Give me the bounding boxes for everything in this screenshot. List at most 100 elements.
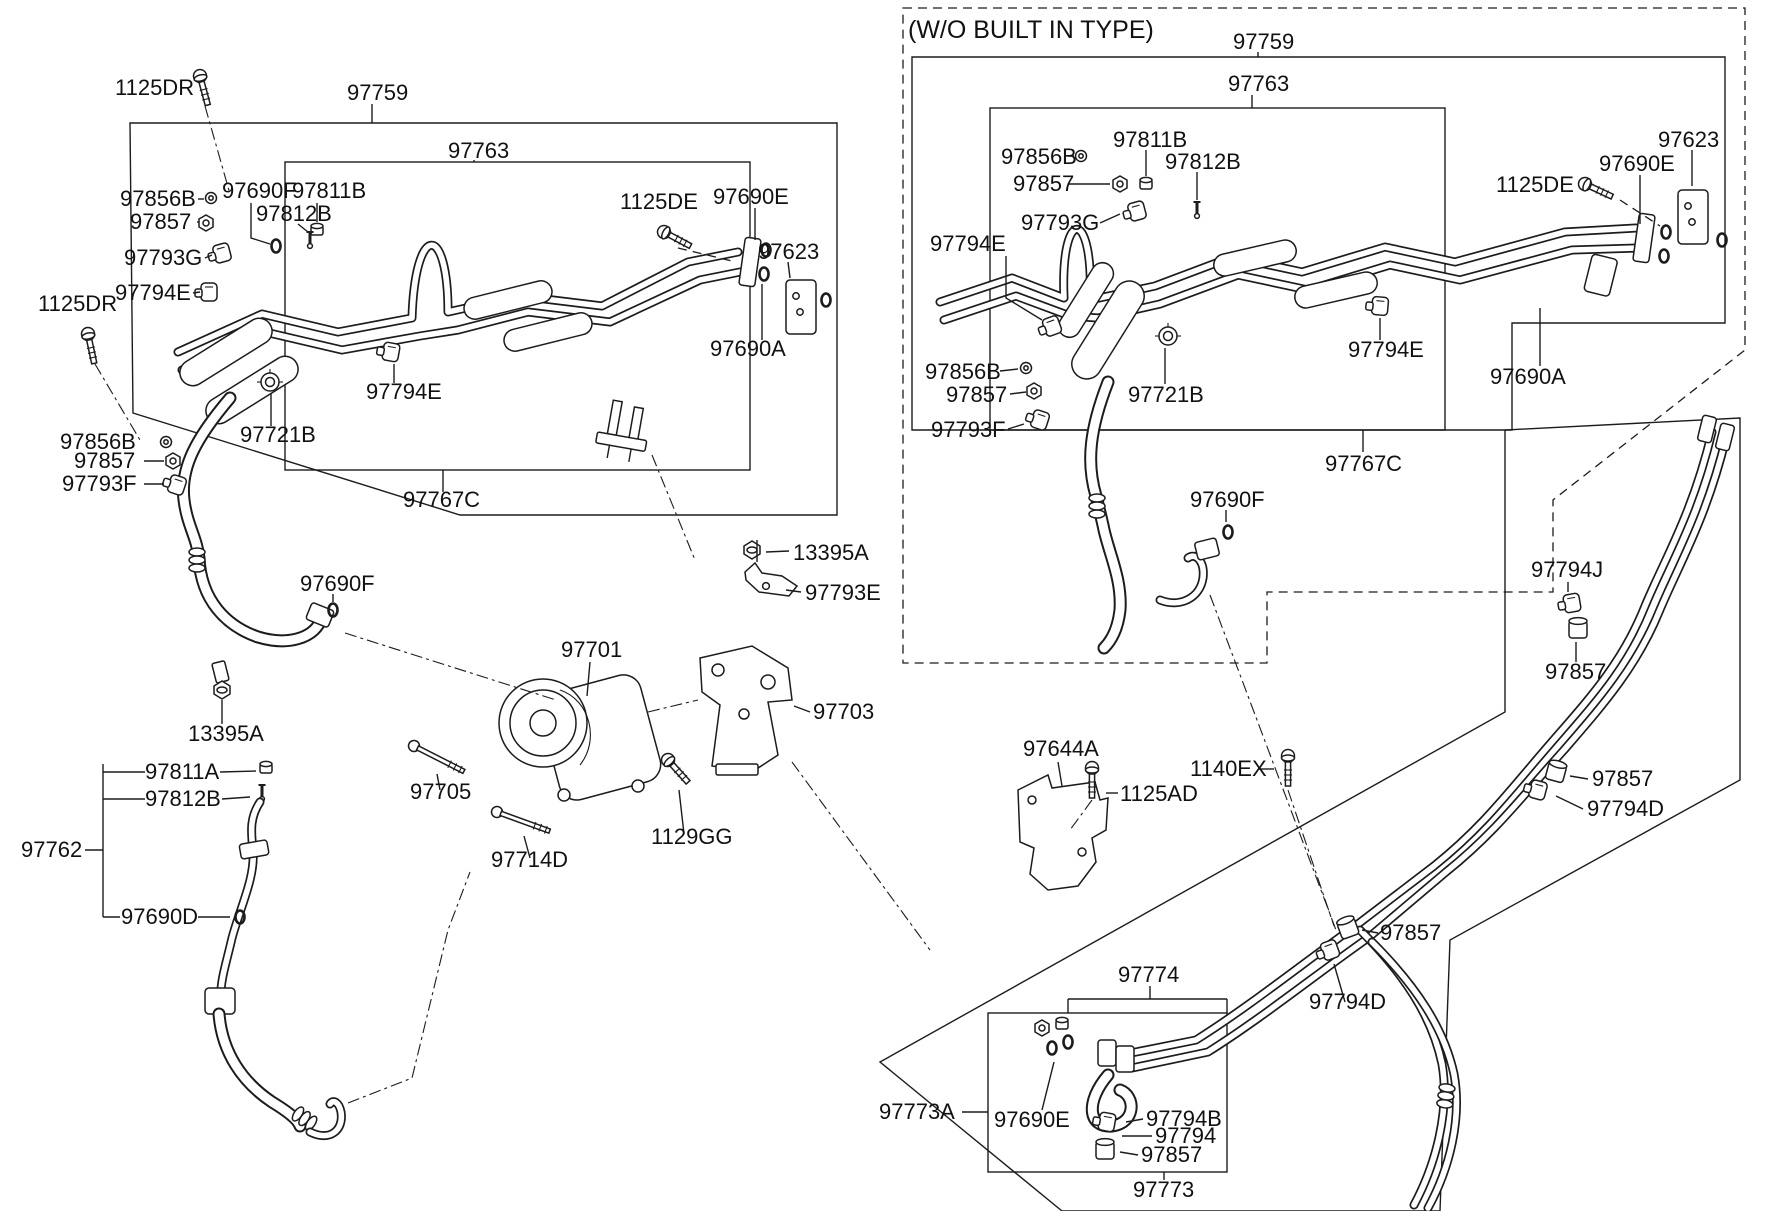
part-label-97701: 97701 (561, 637, 622, 662)
part-label-97857-br4: 97857 (1141, 1142, 1202, 1167)
part-label-97793e: 97793E (805, 580, 881, 605)
part-label-97812b-2: 97812B (145, 786, 221, 811)
part-label-97794j: 97794J (1531, 557, 1603, 582)
clamp-97793g-right-icon (1120, 199, 1148, 225)
part-label-97857-br1: 97857 (1545, 659, 1606, 684)
part-label-1125de-left: 1125DE (620, 189, 698, 214)
part-label-97690a-right: 97690A (1490, 364, 1566, 389)
part-label-97721b-left: 97721B (240, 422, 316, 447)
part-label-97857-br2: 97857 (1592, 766, 1653, 791)
part-label-97857-br3: 97857 (1380, 920, 1441, 945)
left-suction-hose (176, 391, 335, 684)
right-inner-box (989, 107, 1446, 431)
right-muffler-1 (1213, 239, 1297, 277)
part-label-97759-left: 97759 (347, 80, 408, 105)
part-label-97856b-2: 97856B (60, 429, 136, 454)
part-label-97690e-br: 97690E (994, 1107, 1070, 1132)
part-label-1125dr-top: 1125DR (115, 75, 194, 100)
clamp-97793g-icon (205, 241, 233, 267)
part-label-97773: 97773 (1133, 1177, 1194, 1202)
nut-icon (198, 214, 214, 232)
part-label-97794d-2: 97794D (1309, 989, 1386, 1014)
part-label-97857-right2: 97857 (946, 382, 1007, 407)
part-label-97794e-1: 97794E (115, 280, 191, 305)
part-label-97794: 97794 (1155, 1123, 1216, 1148)
right-pipes (935, 223, 1643, 325)
right-suction-hose (1084, 375, 1220, 655)
bracket-97703 (699, 645, 793, 776)
left-outer-box (129, 122, 838, 516)
part-label-97793f-left: 97793F (62, 471, 137, 496)
left-muffler-1 (463, 280, 553, 320)
part-label-97703: 97703 (813, 699, 874, 724)
part-label-13395a-mid: 13395A (793, 540, 869, 565)
bolt-1125dr-top-icon (191, 67, 215, 108)
oring-icon (758, 266, 770, 282)
part-label-97690f-right: 97690F (1190, 487, 1265, 512)
part-label-97793f-right: 97793F (931, 417, 1006, 442)
valvecore-97812b-right-icon (1192, 200, 1202, 220)
oring-97690f-right-icon (1222, 524, 1234, 540)
part-label-97856b-right2: 97856B (925, 359, 1001, 384)
part-label-97690a-left: 97690A (710, 336, 786, 361)
left-leaders (85, 105, 931, 1104)
hose-bellows-icon (188, 547, 206, 573)
right-outer-box (911, 56, 1726, 431)
part-label-97812b-1: 97812B (256, 201, 332, 226)
left-receiver-drier (179, 317, 273, 387)
bolt-1125de-left-icon (654, 222, 695, 253)
rubber-97857-br4-icon (1095, 1137, 1115, 1160)
part-label-97767c-right: 97767C (1325, 451, 1402, 476)
heat-protector-97644a (1017, 773, 1109, 891)
bracket-97793e-icon (744, 540, 799, 597)
part-label-97857-2: 97857 (74, 448, 135, 473)
bottom-right-leaders (962, 582, 1589, 1180)
left-liquid-pipe-97762 (204, 760, 346, 1141)
part-label-97856b-right1: 97856B (1001, 144, 1077, 169)
nut2-icon (165, 452, 181, 470)
part-label-97644a: 97644A (1023, 736, 1099, 761)
part-label-97705: 97705 (410, 779, 471, 804)
capnut-icon (259, 760, 273, 774)
compressor-97701 (498, 674, 662, 802)
part-label-97623-left: 97623 (758, 239, 819, 264)
oring-97690f-icon (270, 238, 282, 254)
variant-note: (W/O BUILT IN TYPE) (908, 16, 1154, 44)
clamp-97793f-right-icon (1023, 406, 1052, 432)
part-label-97794e-2: 97794E (366, 379, 442, 404)
part-label-97793g-right: 97793G (1021, 210, 1099, 235)
part-label-97763-right: 97763 (1228, 71, 1289, 96)
part-label-97690d: 97690D (121, 904, 198, 929)
expansion-valve-right-icon (1677, 189, 1709, 245)
bolt-97714d-icon (489, 804, 553, 838)
part-label-97856b-1: 97856B (120, 186, 196, 211)
part-label-97721b-right: 97721B (1128, 382, 1204, 407)
left-assembly: 1125DR 97759 97763 97856B 97857 97793G 9… (21, 67, 931, 1141)
bolt-1140ex-icon (1280, 748, 1296, 787)
part-label-97690f-2: 97690F (300, 571, 375, 596)
underfloor-pipes (1121, 414, 1736, 1211)
right-leaders (999, 150, 1693, 931)
part-label-97690f-1: 97690F (222, 178, 297, 203)
part-label-97857-right1: 97857 (1013, 171, 1074, 196)
expansion-valve-icon (785, 279, 817, 335)
part-label-1125dr-2: 1125DR (38, 291, 117, 316)
part-label-97762: 97762 (21, 837, 82, 862)
bolt-97705-icon (405, 737, 468, 778)
part-label-1129gg: 1129GG (651, 824, 733, 849)
part-label-97794e-right2: 97794E (1348, 337, 1424, 362)
capnut-97811b-right-icon (1139, 176, 1153, 190)
clamp-97794j-icon (1555, 591, 1583, 616)
bottom-right-boundary (878, 417, 1741, 1211)
part-label-97623-right: 97623 (1658, 127, 1719, 152)
right-assembly: (W/O BUILT IN TYPE) 97759 97763 97856B 9… (902, 7, 1746, 931)
part-label-97759-right: 97759 (1233, 29, 1294, 54)
part-label-97690e-right: 97690E (1599, 151, 1675, 176)
washer-icon (204, 191, 218, 205)
left-muffler-2 (503, 312, 593, 352)
part-label-97767c-left: 97767C (403, 487, 480, 512)
part-label-1140ex: 1140EX (1190, 756, 1267, 781)
part-label-97794b: 97794B (1146, 1106, 1222, 1131)
